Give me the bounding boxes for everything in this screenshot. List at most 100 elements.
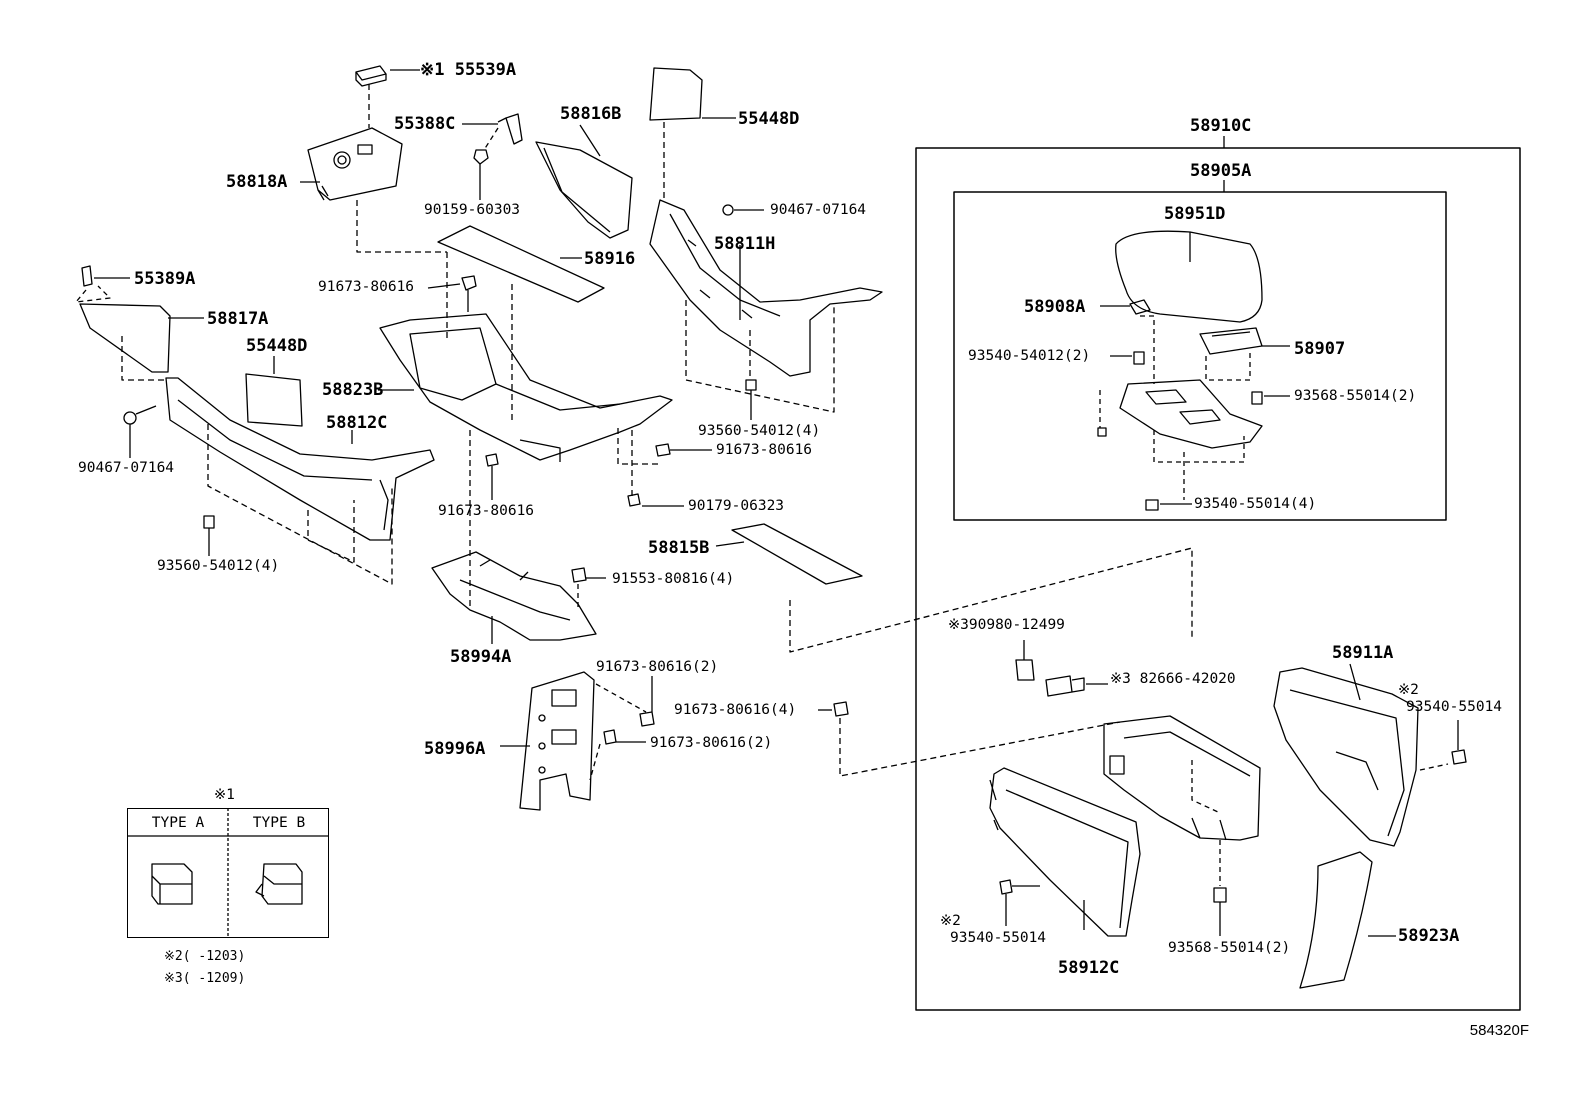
label-93540-55014-left[interactable]: 93540-55014 [950,930,1047,946]
label-58994A[interactable]: 58994A [450,647,512,667]
label-58923A[interactable]: 58923A [1398,926,1460,946]
label-93540-55014-4[interactable]: 93540-55014(4) [1194,496,1317,512]
label-58818A[interactable]: 58818A [226,172,288,192]
connector-90980-part [1015,640,1035,681]
label-82666-42020[interactable]: ※3 82666-42020 [1110,671,1236,687]
mat-58916-part [437,225,605,303]
screw-91673-mid-part [485,453,499,500]
label-55388C[interactable]: 55388C [394,114,456,134]
note-mark-2-left: ※2 [940,913,961,929]
label-90467-07164-left[interactable]: 90467-07164 [78,460,175,476]
label-91673-80616-a[interactable]: 91673-80616 [318,279,415,295]
note-mark-2-right: ※2 [1398,682,1419,698]
label-58916[interactable]: 58916 [584,249,636,269]
label-93568-55014-top[interactable]: 93568-55014(2) [1294,388,1417,404]
label-58817A[interactable]: 58817A [207,309,269,329]
clip-55389A-part [81,265,130,287]
label-91673-80616-d[interactable]: 91673-80616(2) [596,659,719,675]
label-55389A[interactable]: 55389A [134,269,196,289]
panel-58911A-part [1273,663,1419,847]
screw-91673-right-part [655,443,712,457]
label-93540-55014-right[interactable]: 93540-55014 [1406,699,1503,715]
screw-91673-d-part [639,676,655,727]
label-58910C[interactable]: 58910C [1190,116,1252,136]
screw-91673-f-part [603,729,646,745]
bracket-55388C-part [462,113,523,145]
label-90467-07164-right[interactable]: 90467-07164 [770,202,867,218]
nut-90179-part [627,493,684,507]
label-90980-12499[interactable]: ※390980-12499 [948,617,1065,633]
label-55539A[interactable]: ※1 55539A [420,60,517,80]
clip-90467-right-part [722,204,764,216]
label-55448D-top[interactable]: 55448D [738,109,800,129]
type-b-icon [255,863,303,905]
box-body-part [1103,715,1261,841]
type-a-icon [151,863,193,905]
label-93560-54012-right[interactable]: 93560-54012(4) [698,423,821,439]
bracket-58996A-part [500,671,595,811]
mat-58815B-part [715,523,863,585]
bracket-58994A-part [431,551,597,644]
hinge-58908A-part [1100,299,1151,315]
panel-58817A-part [79,303,204,373]
label-58905A[interactable]: 58905A [1190,161,1252,181]
label-91673-80616-b[interactable]: 91673-80616 [716,442,813,458]
lock-58907-part [1199,327,1290,355]
label-91673-80616-c[interactable]: 91673-80616 [438,503,535,519]
label-91673-80616-f[interactable]: 91673-80616(2) [650,735,773,751]
switch-55539A-part [355,65,420,87]
label-91673-80616-e[interactable]: 91673-80616(4) [674,702,797,718]
diagram-code: 584320F [1469,1022,1529,1039]
legend-footnote-2: ※2( -1203) [164,949,246,964]
label-58816B[interactable]: 58816B [560,104,622,124]
screw-93540-55014-4-part [1145,499,1192,511]
assembly-frame-58910C [915,147,1521,1011]
label-55448D-left[interactable]: 55448D [246,336,308,356]
label-93540-54012[interactable]: 93540-54012(2) [968,348,1091,364]
legend-footnote-3: ※3( -1209) [164,971,246,986]
legend-type-a-header: TYPE A [151,815,205,831]
lid-58951D-part [1115,230,1263,323]
pad-55448D-top-part [649,67,736,121]
label-58823B[interactable]: 58823B [322,380,384,400]
label-58811H[interactable]: 58811H [714,234,776,254]
legend-note-mark: ※1 [214,787,235,803]
inner-tray-part [1119,379,1263,449]
screw-93540-right-part [1451,720,1467,765]
panel-58812C-part [165,377,435,541]
label-91553-80816[interactable]: 91553-80816(4) [612,571,735,587]
label-58996A[interactable]: 58996A [424,739,486,759]
label-90159-60303[interactable]: 90159-60303 [424,202,521,218]
panel-58811H-part [649,199,883,377]
clip-90467-left-part [123,405,157,458]
screw-93568-top-part [1251,391,1290,405]
label-93560-54012-left[interactable]: 93560-54012(4) [157,558,280,574]
screw-91553-part [571,567,606,583]
panel-58912C-part [989,767,1141,937]
label-90179-06323[interactable]: 90179-06323 [688,498,785,514]
pad-58923A-part [1299,851,1396,989]
screw-93540-left-part [999,879,1040,926]
type-legend-box: TYPE A TYPE B [127,808,329,938]
label-58908A[interactable]: 58908A [1024,297,1086,317]
screw-93560-right-part [745,379,757,420]
screw-93540-54012-part [1110,351,1145,365]
label-58815B[interactable]: 58815B [648,538,710,558]
label-58812C[interactable]: 58812C [326,413,388,433]
cover-58816B-part [535,124,633,239]
label-93568-55014-bottom[interactable]: 93568-55014(2) [1168,940,1291,956]
label-58951D[interactable]: 58951D [1164,204,1226,224]
legend-type-b-header: TYPE B [252,815,306,831]
screw-93568-bottom-part [1213,887,1227,936]
screw-91673-e-part [818,701,849,717]
screw-93560-left-part [203,515,215,556]
console-58823B-part [378,313,673,462]
pad-55448D-left-part [245,356,303,427]
clip-90159-part [473,149,489,200]
label-58912C[interactable]: 58912C [1058,958,1120,978]
label-58907[interactable]: 58907 [1294,339,1346,359]
bulb-82666-part [1045,675,1108,697]
label-58911A[interactable]: 58911A [1332,643,1394,663]
assembly-frame-58905A [953,191,1447,521]
